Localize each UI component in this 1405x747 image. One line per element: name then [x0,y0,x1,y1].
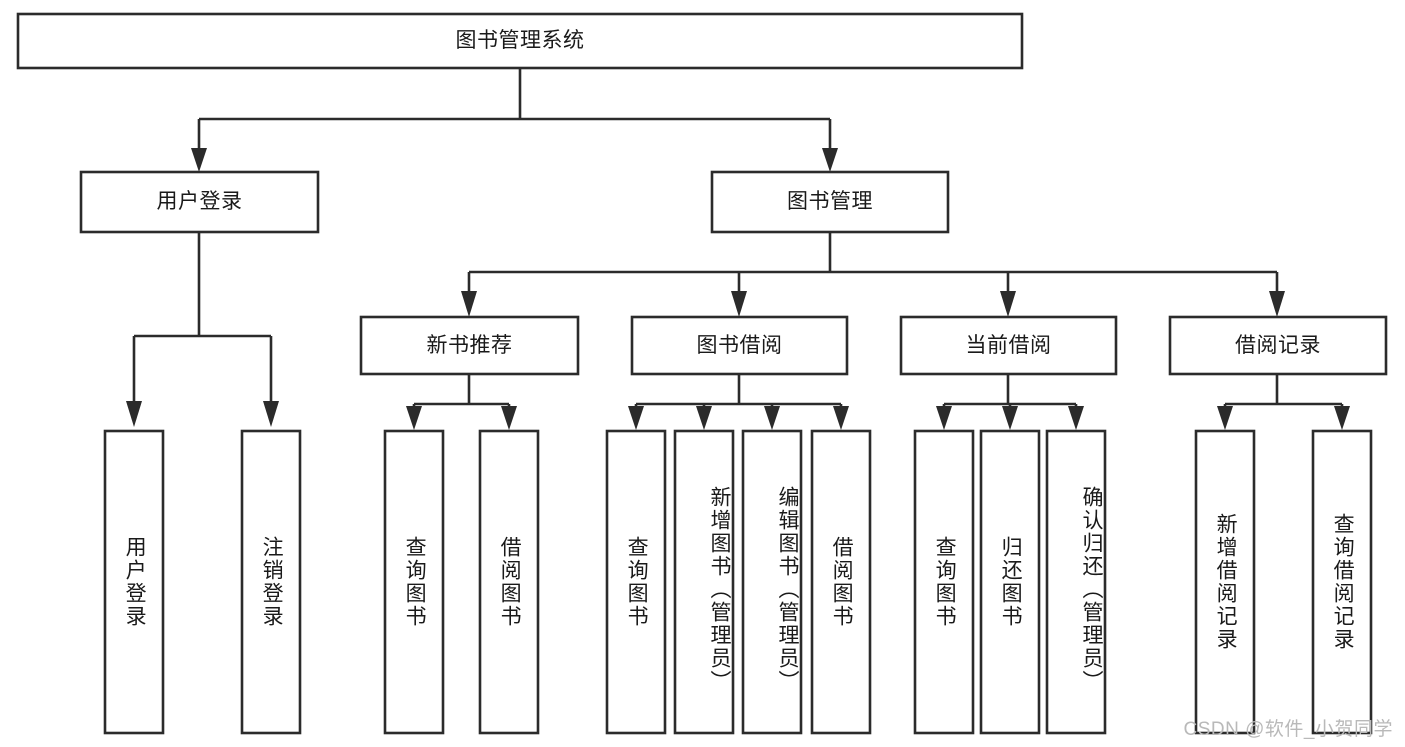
arrow-head-newbook-leaf-1 [406,406,422,430]
node-box-leaf-add-book[interactable] [673,429,735,735]
node-box-leaf-add-record[interactable] [1194,429,1256,735]
connector-group-book-manage [461,232,1285,317]
arrow-head-bookborrow-leaf-2 [696,406,712,430]
node-box-leaf-user-login[interactable] [103,429,165,735]
connector-group-new-book-recommend [406,374,517,430]
arrow-head-bookborrow-leaf-4 [833,406,849,430]
arrow-head-borrowrecord-leaf-2 [1334,406,1350,430]
arrow-head-borrow-record [1269,291,1285,317]
node-box-leaf-borrow-book-2[interactable] [810,429,872,735]
arrow-head-book-manage [822,148,838,172]
node-box-leaf-query-book-3[interactable] [913,429,975,735]
node-box-book-manage[interactable] [710,170,950,234]
connector-group-user-login [126,232,279,427]
node-box-leaf-borrow-book-1[interactable] [478,429,540,735]
arrow-head-leaf-logout [263,401,279,427]
node-box-user-login[interactable] [79,170,320,234]
connector-group-root [191,68,838,172]
arrow-head-currentborrow-leaf-2 [1002,406,1018,430]
arrow-head-currentborrow-leaf-3 [1068,406,1084,430]
node-box-leaf-query-record[interactable] [1311,429,1373,735]
arrow-head-book-borrow [731,291,747,317]
node-box-new-book-recommend[interactable] [359,315,580,376]
node-box-borrow-record[interactable] [1168,315,1388,376]
arrow-head-leaf-user-login [126,401,142,427]
arrow-head-newbook-leaf-2 [501,406,517,430]
arrow-head-borrowrecord-leaf-1 [1217,406,1233,430]
arrow-head-bookborrow-leaf-1 [628,406,644,430]
node-box-current-borrow[interactable] [899,315,1118,376]
watermark-text: CSDN @软件_小贺同学 [1183,719,1393,740]
node-box-leaf-confirm-return[interactable] [1045,429,1107,735]
arrow-head-current-borrow [1000,291,1016,317]
node-box-leaf-return-book[interactable] [979,429,1041,735]
connector-group-book-borrow [628,374,849,430]
arrow-head-bookborrow-leaf-3 [764,406,780,430]
node-box-leaf-logout[interactable] [240,429,302,735]
arrow-head-currentborrow-leaf-1 [936,406,952,430]
arrow-head-user-login [191,148,207,172]
arrow-head-new-book [461,291,477,317]
node-box-root[interactable] [16,12,1024,70]
node-box-book-borrow[interactable] [630,315,849,376]
node-box-leaf-edit-book[interactable] [741,429,803,735]
connector-group-current-borrow [936,374,1084,430]
node-box-leaf-query-book-2[interactable] [605,429,667,735]
connector-group-borrow-record [1217,374,1350,430]
node-box-leaf-query-book-1[interactable] [383,429,445,735]
